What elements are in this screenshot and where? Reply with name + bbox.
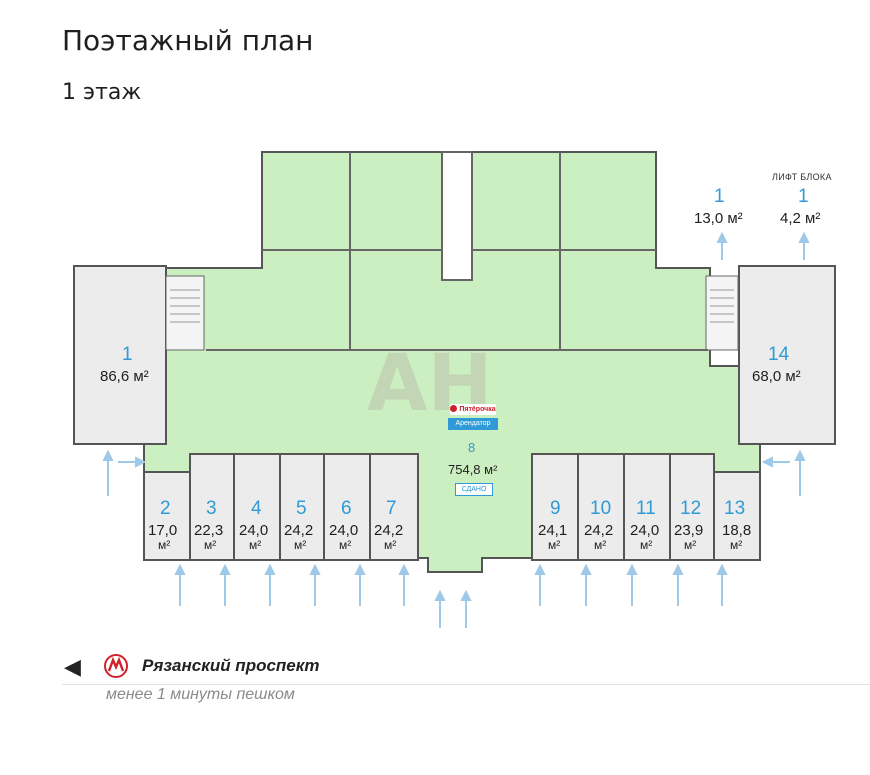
room-unit: м² (339, 538, 352, 552)
watermark-logo: АН (367, 339, 493, 429)
room-area: 22,3 (194, 522, 224, 539)
room-unit: м² (730, 538, 743, 552)
room-number: 8 (468, 440, 476, 455)
back-arrow-icon[interactable]: ◀ (64, 654, 81, 679)
room-number: 9 (550, 498, 561, 519)
room-number: 4 (251, 498, 262, 519)
room-area: 754,8 м² (448, 462, 498, 477)
room-area: 24,2 (284, 522, 314, 539)
metro-station-name[interactable]: Рязанский проспект (142, 656, 320, 675)
room-unit: м² (249, 538, 262, 552)
room-area: 24,0 (630, 522, 660, 539)
brand-logo: Пятёрочка (450, 404, 496, 415)
room-number: 12 (680, 498, 702, 519)
room-number: 5 (296, 498, 307, 519)
room-area: 86,6 м² (100, 368, 149, 385)
floor-plan: АН ЛИФТ БЛОКА 1 13,0 м² 1 4,2 м² 1 (62, 140, 870, 710)
tenant-badge: Арендатор (448, 418, 498, 430)
room-area: 24,0 (329, 522, 359, 539)
room-number: 11 (636, 498, 656, 519)
room-number: 1 (798, 186, 809, 207)
room-area: 24,2 (374, 522, 404, 539)
room-unit: м² (640, 538, 653, 552)
metro-walk-time: менее 1 минуты пешком (106, 686, 295, 703)
room-number: 1 (122, 344, 133, 365)
room-area: 24,1 (538, 522, 568, 539)
room-number: 3 (206, 498, 217, 519)
room-area: 24,0 (239, 522, 269, 539)
metro-divider (62, 684, 870, 685)
room-unit: м² (594, 538, 607, 552)
elevator-caption: ЛИФТ БЛОКА (772, 172, 832, 182)
floor-label: 1 этаж (62, 80, 142, 105)
floor-plan-drawing: АН (62, 140, 870, 646)
room-number: 7 (386, 498, 397, 519)
room-number: 10 (590, 498, 612, 519)
room-unit: м² (684, 538, 697, 552)
room-unit: м² (548, 538, 561, 552)
page-title: Поэтажный план (62, 24, 314, 57)
room-unit: м² (158, 538, 171, 552)
room-number: 6 (341, 498, 352, 519)
room-unit: м² (294, 538, 307, 552)
room-area: 4,2 м² (780, 210, 821, 227)
room-number: 14 (768, 344, 790, 365)
room-area: 17,0 (148, 522, 178, 539)
metro-info: ◀ Рязанский проспект менее 1 минуты пешк… (62, 646, 870, 710)
room-number: 13 (724, 498, 746, 519)
room-area: 23,9 (674, 522, 704, 539)
status-badge: СДАНО (455, 483, 493, 496)
room-number: 2 (160, 498, 171, 519)
room-area: 13,0 м² (694, 210, 743, 227)
room-area: 68,0 м² (752, 368, 801, 385)
metro-logo-icon (104, 654, 128, 678)
room-area: 18,8 (722, 522, 752, 539)
room-number: 1 (714, 186, 725, 207)
room-unit: м² (204, 538, 217, 552)
room-area: 24,2 (584, 522, 614, 539)
room-unit: м² (384, 538, 397, 552)
